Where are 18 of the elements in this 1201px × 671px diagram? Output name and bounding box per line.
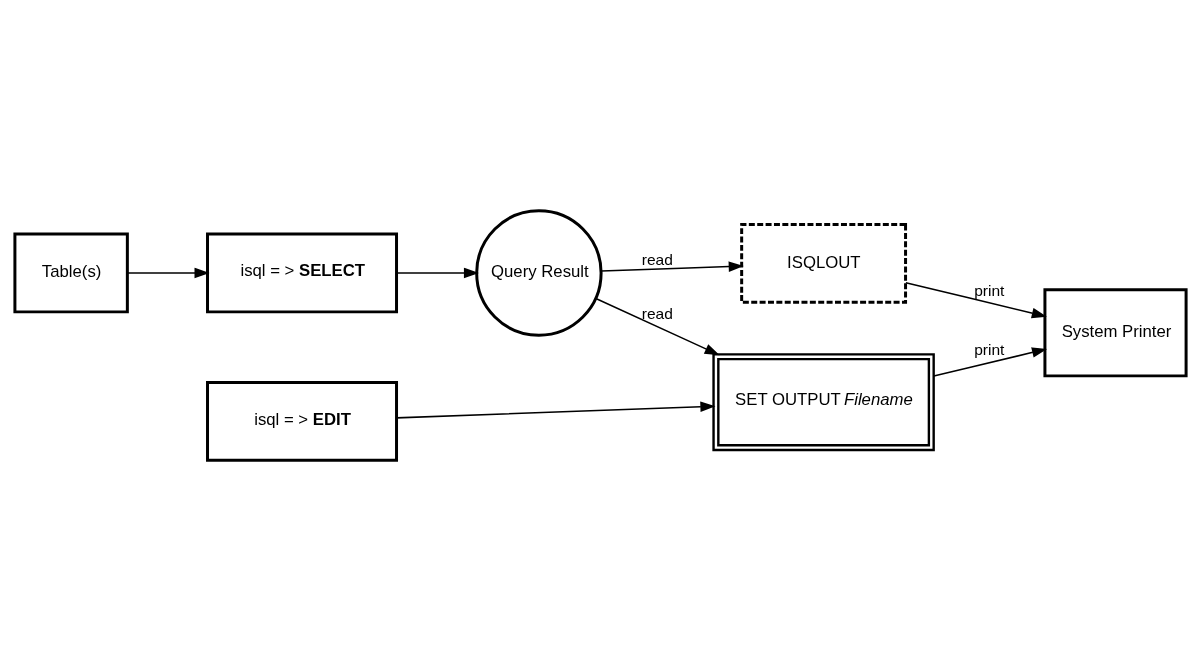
node-box: isql = > EDIT [206,380,399,462]
node-box: System Printer [1043,288,1188,378]
arrow [395,401,716,419]
arrow [126,267,210,279]
node-circle: Query Result [475,209,603,337]
arrow [600,261,744,272]
node-box: ISQLOUT [740,223,908,304]
edge-label: read [641,251,673,269]
node-box: Table(s) [13,232,129,314]
arrow [933,347,1048,377]
arrow [395,267,480,279]
edge-label: print [974,340,1005,358]
node-box: SET OUTPUT Filename [712,353,935,452]
arrow [595,297,720,356]
arrow [905,282,1047,319]
edge-label: print [974,282,1005,300]
node-box: isql = > SELECT [206,232,399,314]
edge-label: read [641,304,673,322]
